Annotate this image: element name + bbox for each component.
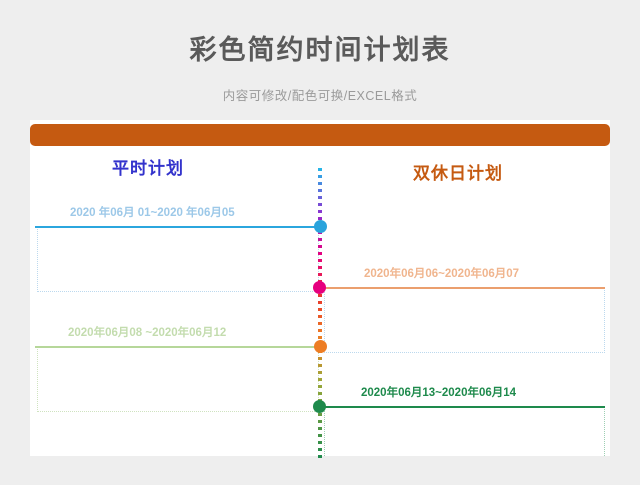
plan-content-box-2[interactable] — [324, 290, 605, 353]
timeline-marker-green[interactable] — [313, 400, 326, 413]
plan-label-3: 2020年06月08 ~2020年06月12 — [68, 327, 227, 339]
plan-content-box-4[interactable] — [324, 409, 605, 456]
plan-label-2: 2020年06月06~2020年06月07 — [364, 268, 520, 280]
plan-rule-1 — [35, 226, 320, 228]
timeline-marker-orange[interactable] — [314, 340, 327, 353]
page-header: 彩色简约时间计划表 内容可修改/配色可换/EXCEL格式 — [0, 0, 640, 118]
page-subtitle: 内容可修改/配色可换/EXCEL格式 — [222, 89, 418, 103]
timeline-spine — [318, 168, 322, 458]
column-heading-weekday: 平时计划 — [112, 159, 184, 178]
plan-rule-2 — [322, 287, 605, 289]
plan-rule-3 — [35, 346, 320, 348]
plan-label-4: 2020年06月13~2020年06月14 — [361, 387, 517, 399]
column-heading-weekend: 双休日计划 — [413, 164, 503, 183]
accent-bar — [30, 124, 610, 146]
page-title: 彩色简约时间计划表 — [189, 35, 451, 65]
timeline-marker-magenta[interactable] — [313, 281, 326, 294]
plan-rule-4 — [322, 406, 605, 408]
plan-label-1: 2020 年06月 01~2020 年06月05 — [70, 207, 235, 219]
plan-content-box-1[interactable] — [37, 229, 319, 292]
plan-content-box-3[interactable] — [37, 349, 319, 412]
timeline-marker-blue[interactable] — [314, 220, 327, 233]
